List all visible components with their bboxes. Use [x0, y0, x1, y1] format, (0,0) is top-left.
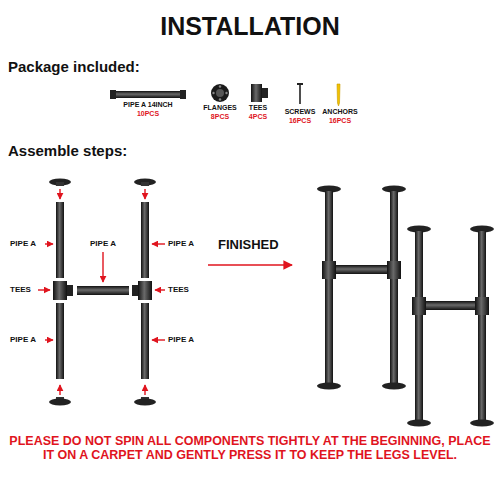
section-heading: Package included: [8, 58, 140, 75]
part-quantity: 16PCS [289, 117, 311, 125]
red-arrow [45, 243, 53, 244]
tee [322, 261, 336, 279]
pipe-icon [110, 91, 186, 98]
red-arrow [152, 243, 165, 244]
flange-icon [211, 84, 229, 102]
flange-hole [219, 98, 221, 100]
part-label: PIPE A [10, 239, 36, 248]
flange-hole [219, 85, 221, 87]
red-arrow [59, 189, 60, 199]
pipe [478, 315, 486, 421]
part-name: SCREWS [285, 108, 316, 116]
red-arrow [152, 339, 165, 340]
flange-hole [212, 92, 214, 94]
flange [49, 179, 71, 186]
tee [387, 261, 401, 279]
tee-stub [262, 88, 268, 98]
part-label: PIPE A [168, 335, 194, 344]
section-heading: Assemble steps: [8, 142, 127, 159]
screw-icon [299, 84, 301, 104]
pipe-thread [110, 90, 116, 99]
part-name: TEES [249, 104, 267, 112]
part-label: TEES [10, 285, 31, 294]
pipe [141, 202, 149, 278]
pipe [141, 303, 149, 379]
flange-hole [216, 89, 224, 97]
exploded-assembly [38, 179, 165, 406]
finished-frame [317, 186, 406, 390]
flange [317, 383, 341, 390]
finished-arrow [208, 264, 292, 266]
finished-frame [407, 226, 494, 427]
red-arrow [45, 339, 53, 340]
title: INSTALLATION [160, 12, 340, 41]
pipe [426, 301, 475, 310]
pipe [56, 303, 64, 379]
tee [475, 297, 489, 315]
red-arrow [59, 385, 60, 395]
flange-collar [141, 182, 149, 186]
pipe [390, 191, 398, 261]
part-quantity: 8PCS [211, 113, 229, 121]
flange [134, 179, 156, 186]
part-label: PIPE A [168, 239, 194, 248]
red-arrow [155, 289, 165, 290]
warning-note: PLEASE DO NOT SPIN ALL COMPONENTS TIGHTL… [5, 434, 495, 463]
anchor-icon [337, 84, 340, 106]
part-name: FLANGES [203, 104, 236, 112]
pipe-thread [180, 90, 186, 99]
tee-stub [132, 285, 138, 296]
red-arrow [144, 189, 145, 199]
pipe [336, 265, 387, 274]
pipe [77, 286, 129, 295]
tee-stub [67, 285, 73, 296]
flange [407, 420, 431, 427]
flange-collar [56, 182, 64, 186]
flange [49, 399, 71, 406]
tee [53, 281, 67, 300]
pipe [478, 231, 486, 297]
red-arrow [144, 385, 145, 395]
flange [134, 399, 156, 406]
pipe [390, 279, 398, 384]
part-quantity: 4PCS [249, 113, 267, 121]
red-arrow [38, 289, 50, 290]
part-name: PIPE A 14INCH [123, 101, 172, 109]
screw-head [297, 83, 303, 85]
part-label: PIPE A [10, 335, 36, 344]
pipe [325, 279, 333, 384]
part-label: PIPE A [90, 239, 116, 248]
part-quantity: 16PCS [329, 117, 351, 125]
tee-icon [251, 84, 262, 102]
pipe [56, 202, 64, 278]
part-label: TEES [168, 285, 189, 294]
flange [470, 420, 494, 427]
part-quantity: 10PCS [137, 110, 159, 118]
pipe [325, 191, 333, 261]
red-arrow [102, 252, 103, 282]
flange-hole [225, 92, 227, 94]
flange [382, 383, 406, 390]
tee [412, 297, 426, 315]
tee [138, 281, 152, 300]
step-label: FINISHED [218, 238, 279, 253]
part-name: ANCHORS [322, 108, 357, 116]
pipe [415, 231, 423, 297]
pipe [415, 315, 423, 421]
